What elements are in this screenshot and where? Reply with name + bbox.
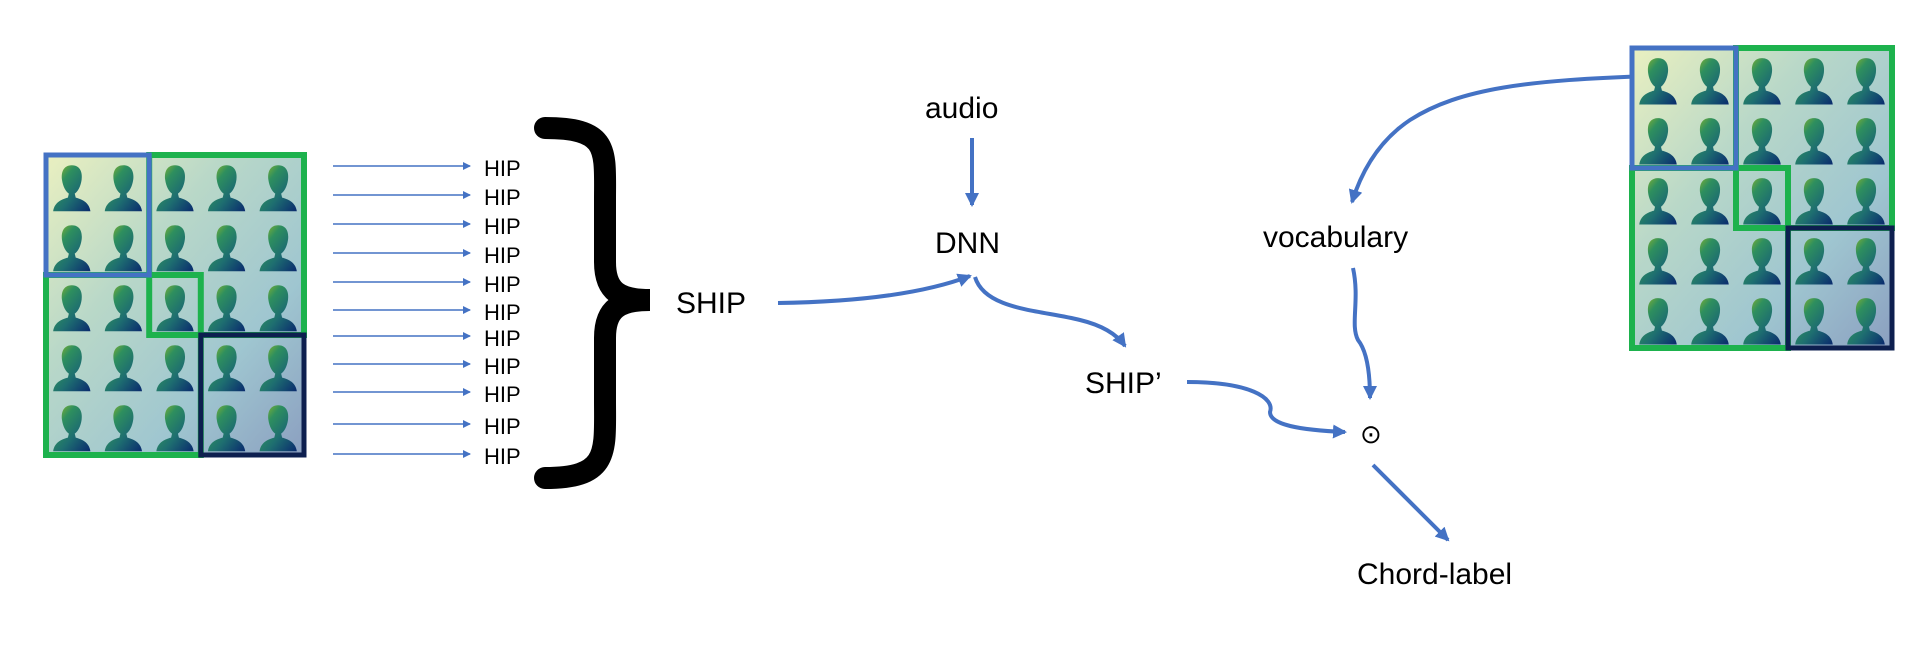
vocabulary-grid-right	[1629, 45, 1895, 351]
ship-prime-label: SHIP’	[1085, 367, 1162, 400]
dnn-label: DNN	[935, 227, 1000, 260]
vocabulary-label: vocabulary	[1263, 221, 1408, 254]
hip-label: HIP	[484, 354, 521, 379]
arrow-grid-to-vocabulary	[1348, 74, 1651, 204]
ship-label: SHIP	[676, 287, 746, 320]
group-box-navy	[198, 332, 307, 458]
hip-label: HIP	[484, 156, 521, 181]
arrow-vocabulary-to-odot	[1351, 267, 1377, 400]
hip-grid-left	[43, 152, 307, 458]
curly-brace	[534, 117, 651, 489]
group-box-navy	[1785, 225, 1895, 351]
arrow-ship-to-dnn	[777, 273, 972, 305]
hip-label: HIP	[484, 214, 521, 239]
hip-label: HIP	[484, 414, 521, 439]
hip-label: HIP	[484, 272, 521, 297]
arrow-ship-prime-to-odot	[1186, 380, 1347, 439]
audio-label: audio	[925, 92, 998, 125]
hip-label: HIP	[484, 382, 521, 407]
hip-label: HIP	[484, 300, 521, 325]
hip-label: HIP	[484, 444, 521, 469]
arrow-dnn-to-ship-prime	[973, 276, 1127, 348]
chord-label: Chord-label	[1357, 558, 1512, 591]
hip-label: HIP	[484, 185, 521, 210]
hip-label: HIP	[484, 243, 521, 268]
arrow-odot-to-chord	[1371, 463, 1450, 542]
odot-symbol: ⊙	[1360, 419, 1382, 449]
group-box-blue	[1629, 45, 1739, 171]
group-box-blue	[43, 152, 152, 278]
hip-label: HIP	[484, 326, 521, 351]
